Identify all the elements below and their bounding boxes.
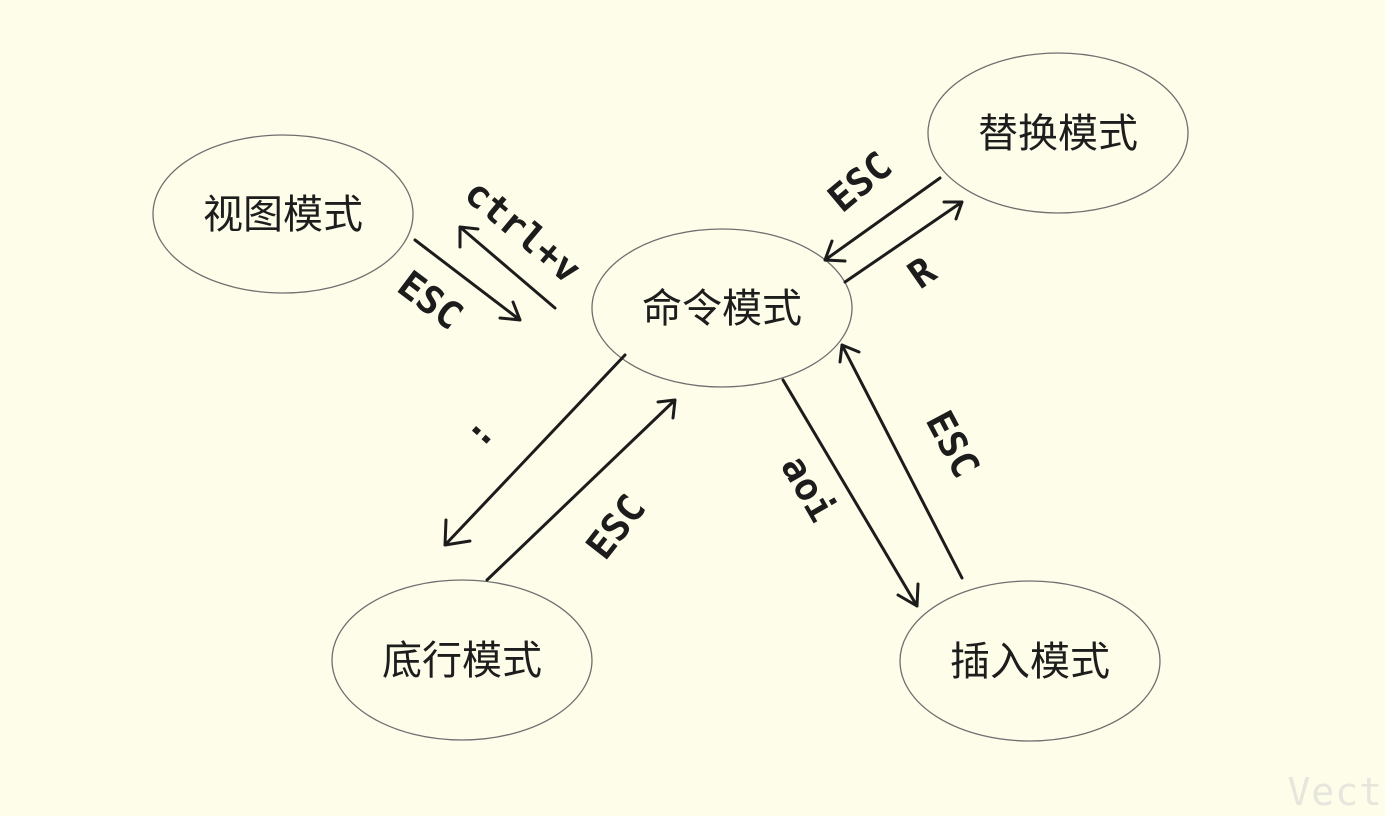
watermark-text: Vect — [1287, 770, 1383, 814]
node-bottom-mode: 底行模式 — [331, 579, 593, 741]
arrow-command-to-insert — [781, 378, 920, 608]
node-bottom-label: 底行模式 — [382, 638, 542, 684]
node-view-label: 视图模式 — [203, 192, 363, 238]
node-insert-label: 插入模式 — [950, 639, 1110, 685]
arrow-command-to-view — [458, 225, 557, 310]
node-command-shape — [591, 228, 853, 388]
label-command-to-bottom: : — [455, 410, 503, 456]
node-command-label: 命令模式 — [642, 286, 802, 332]
node-view-mode: 视图模式 — [152, 134, 414, 294]
arrow-replace-to-command — [823, 176, 942, 263]
node-replace-mode: 替换模式 — [927, 52, 1189, 214]
arrow-insert-to-command — [838, 343, 964, 580]
node-command-mode: 命令模式 — [591, 228, 853, 388]
edge-command-to-insert: aoi — [772, 378, 920, 608]
arrow-view-to-command — [413, 238, 522, 322]
node-insert-mode: 插入模式 — [899, 580, 1161, 742]
arrow-command-to-replace — [843, 200, 964, 284]
edge-replace-to-command: ESC — [820, 143, 942, 263]
label-command-to-view: ctrl+v — [456, 170, 589, 292]
arrow-bottom-to-command — [485, 398, 677, 582]
label-insert-to-command: ESC — [917, 404, 988, 485]
label-bottom-to-command: ESC — [577, 486, 654, 567]
edge-insert-to-command: ESC — [838, 343, 988, 580]
edge-view-to-command: ESC — [390, 238, 522, 338]
label-command-to-replace: R — [900, 248, 944, 297]
arrow-command-to-bottom — [443, 353, 627, 547]
node-insert-shape — [899, 580, 1161, 742]
node-bottom-shape — [331, 579, 593, 741]
edge-bottom-to-command: ESC — [485, 398, 677, 582]
label-replace-to-command: ESC — [820, 143, 901, 221]
node-replace-label: 替换模式 — [978, 111, 1138, 157]
edge-command-to-replace: R — [843, 200, 964, 297]
node-replace-shape — [927, 52, 1189, 214]
label-command-to-insert: aoi — [772, 448, 844, 529]
node-view-shape — [152, 134, 414, 294]
